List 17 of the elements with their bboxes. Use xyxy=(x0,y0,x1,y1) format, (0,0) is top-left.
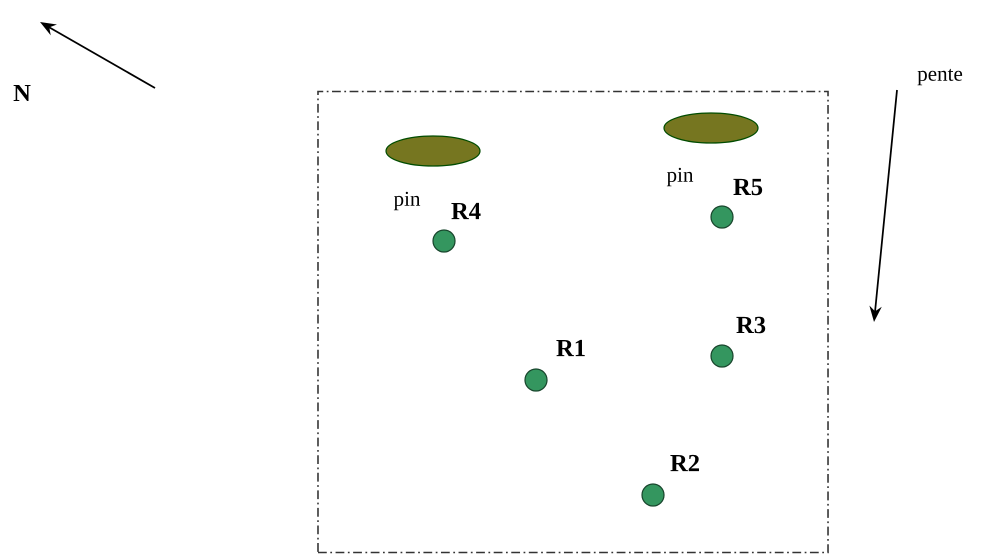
point-label: R5 xyxy=(733,178,762,196)
point-label: R3 xyxy=(736,316,766,334)
direction-label: pente xyxy=(918,68,962,86)
plot-marker xyxy=(710,205,734,229)
point-label: R2 xyxy=(670,454,699,472)
plot-marker xyxy=(432,229,456,253)
pin-label: pin xyxy=(666,168,694,186)
pin-ellipse xyxy=(385,135,481,167)
plot-marker xyxy=(710,344,734,368)
plot-marker xyxy=(524,368,548,392)
pin-label: pin xyxy=(394,192,420,210)
plot-marker xyxy=(641,483,665,507)
point-label: R1 xyxy=(556,340,585,356)
plot-frame xyxy=(317,90,829,554)
direction-label: N xyxy=(14,84,31,102)
pin-ellipse xyxy=(663,112,759,144)
point-label: R4 xyxy=(451,202,481,220)
